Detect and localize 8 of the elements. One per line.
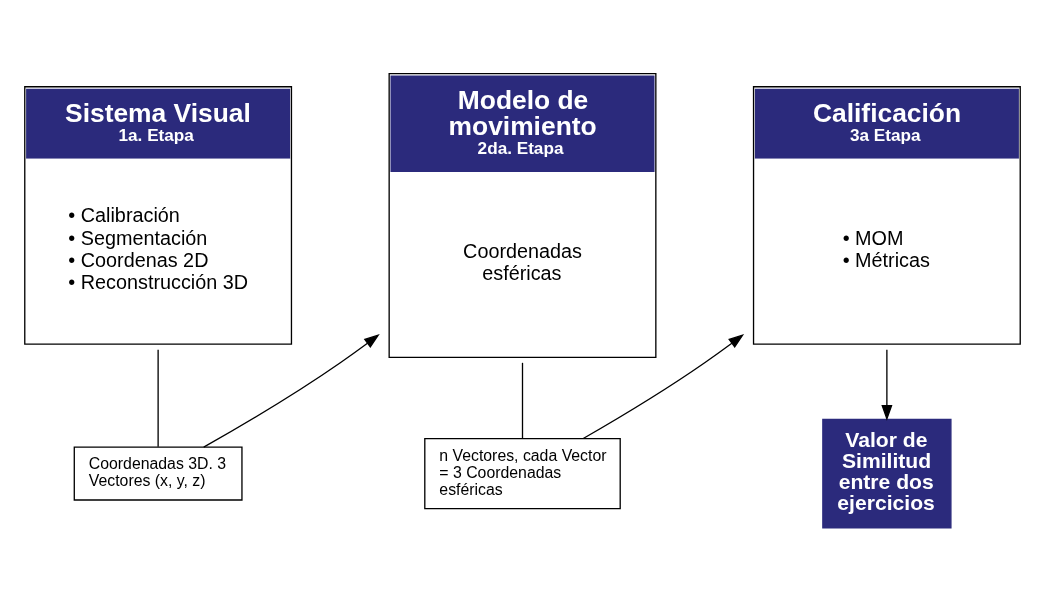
arrow bbox=[203, 334, 380, 448]
connector bbox=[157, 349, 159, 448]
node-box: Valor de Similitud entre dos ejercicios bbox=[822, 418, 952, 529]
node-box: Coordenadas 3D. 3 Vectores (x, y, z) bbox=[73, 446, 243, 501]
arrow bbox=[881, 349, 893, 421]
arrow bbox=[582, 334, 745, 440]
connector bbox=[521, 362, 524, 440]
node-box: n Vectores, cada Vector = 3 Coordenadas esféricas bbox=[424, 437, 621, 510]
